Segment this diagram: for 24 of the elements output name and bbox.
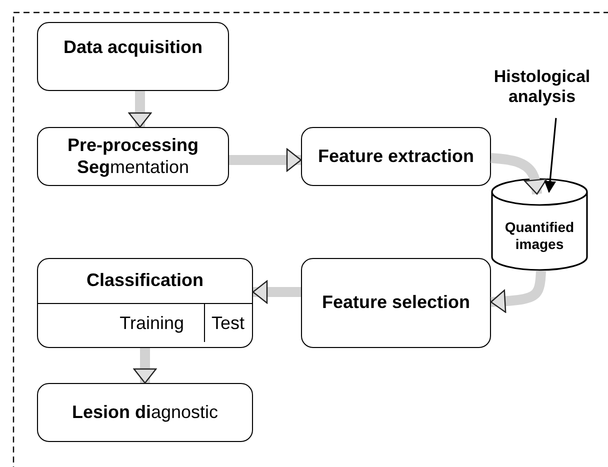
- annotation-text: Histological analysis: [478, 62, 606, 112]
- block-arrow: [133, 348, 157, 384]
- node-label: Feature selection: [320, 292, 472, 314]
- block-arrow: [490, 270, 546, 313]
- block-arrow: [252, 280, 301, 304]
- node-label: Quantified images: [504, 218, 576, 252]
- process-box: [37, 127, 229, 186]
- node-label: Pre-processing Segmentation: [66, 134, 200, 178]
- process-box: [37, 383, 253, 442]
- process-box: [37, 258, 253, 348]
- node-label: Feature extraction: [316, 146, 476, 168]
- block-arrow: [128, 91, 152, 128]
- node-title: Classification: [38, 259, 252, 304]
- block-arrow: [490, 153, 548, 196]
- block-arrow: [229, 148, 302, 172]
- pointer-arrow: [544, 118, 557, 193]
- node-label: Lesion diagnostic: [70, 402, 220, 424]
- node-label: Data acquisition: [62, 37, 204, 59]
- process-box: [301, 258, 491, 348]
- process-box: [301, 127, 491, 186]
- database-cylinder: [491, 178, 588, 271]
- table-cell: Training: [38, 304, 205, 342]
- table-cell-text: Test: [210, 312, 246, 334]
- process-box: [37, 22, 229, 91]
